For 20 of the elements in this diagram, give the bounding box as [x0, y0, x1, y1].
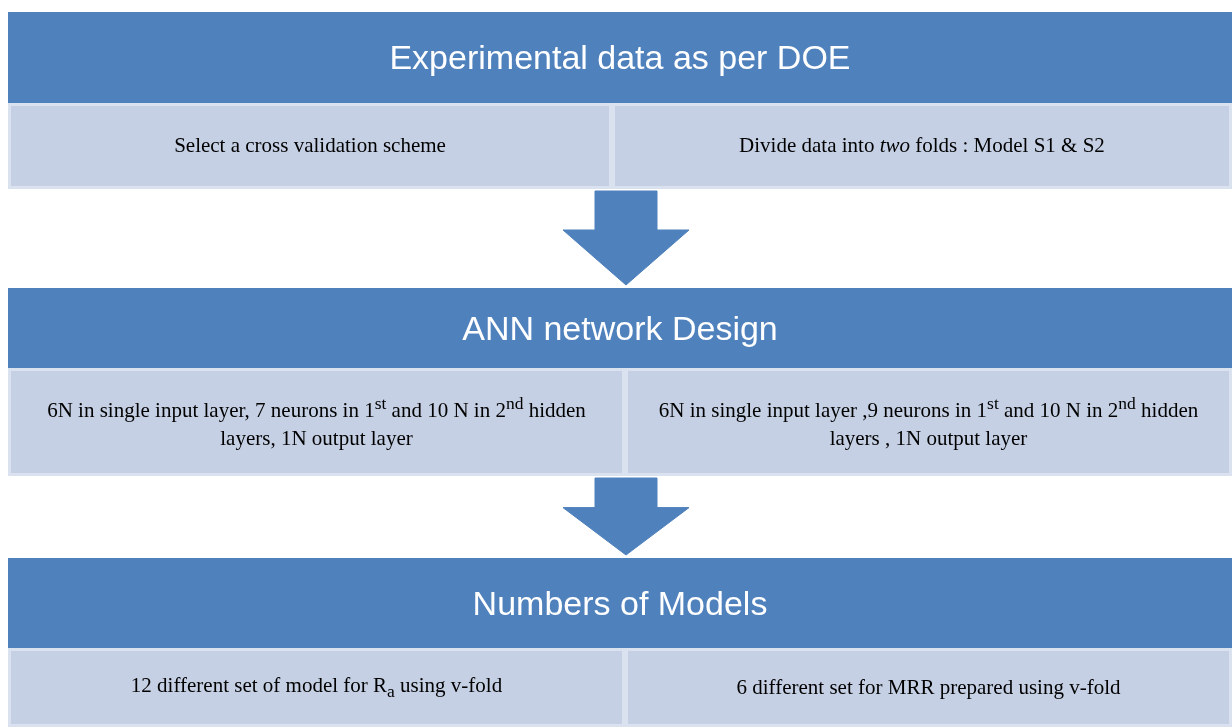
process-box [8, 103, 612, 189]
box-text: Numbers of Models [472, 583, 768, 623]
block-arrow [562, 190, 690, 286]
process-box [625, 368, 1232, 476]
box-text: ANN network Design [462, 308, 778, 348]
header-band [8, 558, 1232, 648]
process-box [612, 103, 1232, 189]
header-band [8, 288, 1232, 368]
box-text: 6 different set for MRR prepared using v-fold [736, 673, 1121, 701]
box-text: Experimental data as per DOE [389, 38, 851, 77]
box-text: 6N in single input layer, 7 neurons in 1$^{st}$ and 10 N in 2$^{nd}$ hidden layers, 1N output layer [46, 392, 587, 452]
header-band [8, 12, 1232, 103]
block-arrow [562, 477, 690, 556]
box-text: 6N in single input layer ,9 neurons in 1$^{st}$ and 10 N in 2$^{nd}$ hidden layers , 1N output layer [657, 392, 1200, 452]
box-text: Divide data into two folds : Model S1 & S2 [739, 132, 1105, 160]
box-text: Select a cross validation scheme [174, 132, 446, 160]
process-box [625, 648, 1232, 727]
box-text: 12 different set of model for R$_{a}$ using v-fold [130, 672, 503, 703]
process-box [8, 648, 625, 727]
process-box [8, 368, 625, 476]
